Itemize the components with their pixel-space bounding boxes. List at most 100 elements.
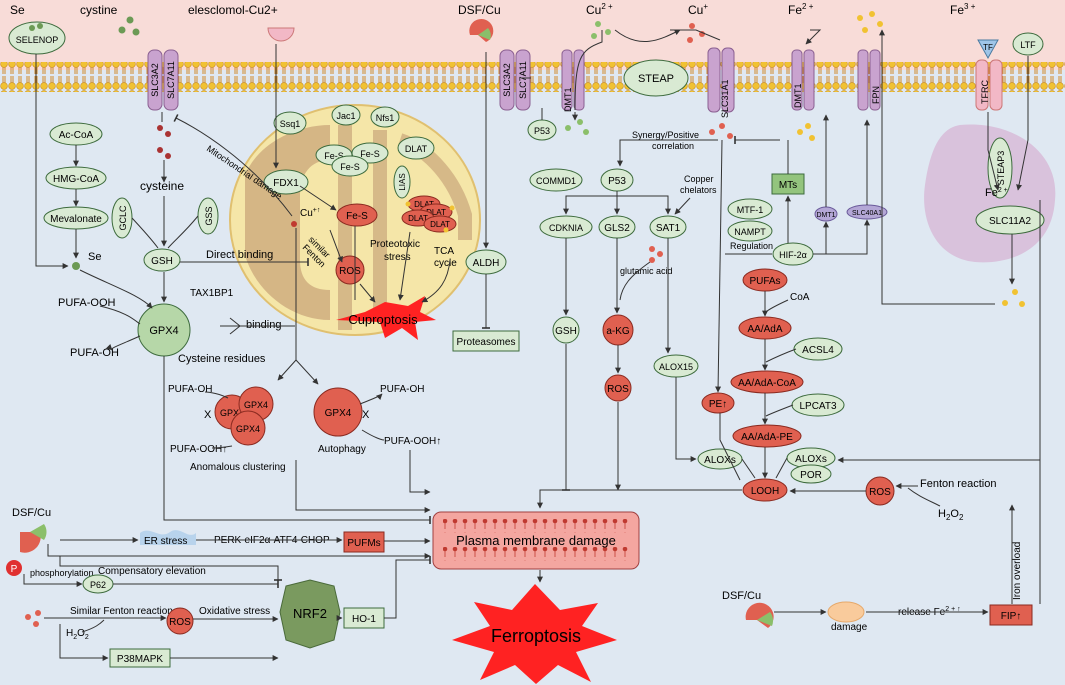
label-dsf-cu-right: DSF/Cu (722, 590, 761, 602)
svg-text:ALOX15: ALOX15 (659, 362, 693, 372)
svg-text:NAMPT: NAMPT (734, 227, 766, 237)
svg-text:Fe-S: Fe-S (346, 211, 368, 222)
label-cu2: Cu2 + (586, 2, 613, 17)
label-iron-overload: Iron overload (1012, 542, 1023, 600)
nrf2-node: NRF2 (279, 579, 341, 649)
svg-text:GSH: GSH (151, 256, 173, 267)
aa-coa-node: AA/AdA-CoA (730, 370, 804, 394)
label-direct-binding: Direct binding (206, 249, 273, 261)
label-cu-plus: Cu+↑ (300, 207, 320, 219)
slc-transporter-left: SLC3A2 SLC7A11 (147, 49, 179, 111)
svg-text:LTF: LTF (1020, 40, 1036, 50)
svg-text:HIF-2α: HIF-2α (779, 250, 807, 260)
svg-text:GCLC: GCLC (118, 205, 128, 231)
svg-text:SLC40A1: SLC40A1 (852, 210, 882, 217)
label-pufa-oh-2: PUFA-OH (168, 384, 212, 395)
label-pufa-ooh-3: PUFA-OOH↑ (384, 436, 441, 447)
dmt1-channel: DMT1 (561, 49, 585, 113)
label-coa: CoA (790, 292, 810, 303)
cytoplasm (0, 70, 1065, 685)
hmg-coa-node: HMG-CoA (45, 166, 107, 190)
fdx1-node: FDX1 (263, 169, 309, 195)
svg-text:DLAT: DLAT (405, 144, 428, 154)
svg-text:GPX4: GPX4 (325, 408, 352, 419)
hif2a-node: HIF-2α (772, 242, 814, 266)
ltf-node: LTF (1012, 32, 1044, 56)
label-autophagy: Autophagy (318, 444, 366, 455)
svg-text:FIP↑: FIP↑ (1001, 611, 1022, 622)
cu-dots-right (709, 123, 733, 139)
gls2-node: GLS2 (598, 215, 636, 239)
svg-text:P62: P62 (90, 580, 106, 590)
svg-text:SLC31A1: SLC31A1 (720, 79, 730, 118)
label-pufa-oh-3: PUFA-OH (380, 384, 424, 395)
gsh-node: GSH (143, 248, 181, 272)
damage-blob (827, 601, 865, 623)
mtf1-node: MTF-1 (727, 198, 773, 220)
aloxs-node: ALOXs (697, 448, 743, 470)
cu-dots-bottom (25, 610, 41, 627)
pe-node: PE↑ (701, 392, 735, 414)
aa-pe-node: AA/AdA-PE (732, 424, 802, 448)
gpx4-cluster: GPX4 GPX4 GPX4 (214, 386, 274, 446)
slc11a2-node: SLC11A2 (975, 205, 1045, 235)
cu-dot (291, 221, 297, 227)
svg-text:P38MAPK: P38MAPK (117, 654, 163, 665)
svg-text:SAT1: SAT1 (656, 223, 681, 234)
svg-text:ALOXs: ALOXs (704, 455, 736, 466)
label-pufa-ooh-2: PUFA-OOH↑ (170, 444, 227, 455)
svg-text:DLAT: DLAT (426, 208, 446, 217)
svg-text:DLAT: DLAT (430, 220, 450, 229)
slc-transporter-mid: SLC3A2 SLC7A11 P53 (499, 49, 557, 141)
svg-text:SLC7A11: SLC7A11 (166, 61, 176, 99)
mevalonate-node: Mevalonate (43, 206, 109, 230)
p38mapk-node: P38MAPK (109, 648, 171, 668)
fip-node: FIP↑ (989, 604, 1033, 626)
svg-text:a-KG: a-KG (606, 326, 630, 337)
svg-text:P53: P53 (608, 176, 626, 187)
label-compensatory: Compensatory elevation (98, 566, 206, 577)
label-synergy: Synergy/Positive (632, 130, 699, 140)
svg-text:Mevalonate: Mevalonate (50, 214, 102, 225)
svg-text:STEAP3: STEAP3 (996, 151, 1006, 186)
gclc-node: GCLC (111, 197, 133, 239)
commd1-node: COMMD1 (529, 168, 583, 192)
label-cysteine: cysteine (140, 179, 184, 193)
svg-text:DMT1: DMT1 (816, 212, 835, 219)
fes-red-node: Fe-S (336, 203, 378, 227)
svg-text:P53: P53 (534, 126, 550, 136)
p53-node: P53 (600, 168, 634, 192)
se-dot (72, 262, 80, 270)
svg-text:POR: POR (800, 470, 822, 481)
pufas-node: PUFAs (742, 268, 788, 292)
mts-node: MTs (771, 173, 805, 195)
svg-text:HMG-CoA: HMG-CoA (53, 174, 99, 185)
svg-text:DMT1: DMT1 (563, 88, 573, 113)
cystine-dots (118, 16, 140, 36)
svg-text:AA/AdA: AA/AdA (747, 324, 782, 335)
label-tca: TCA (434, 246, 454, 257)
svg-text:Fe-S: Fe-S (360, 149, 380, 159)
dsf-cu-bottom-icon (20, 532, 41, 553)
p62-node: P62 (82, 574, 114, 594)
ho1-node: HO-1 (343, 607, 385, 629)
ros-bottom-node: ROS (166, 607, 194, 635)
label-stress: stress (384, 252, 411, 263)
label-similar-fenton: Similar Fenton reaction (70, 606, 173, 617)
proteasomes-node: Proteasomes (452, 330, 520, 352)
alox15-node: ALOX15 (653, 354, 699, 378)
svg-text:Ssq1: Ssq1 (280, 119, 301, 129)
aldh-node: ALDH (465, 249, 507, 275)
label-dsf-cu-top: DSF/Cu (458, 3, 501, 17)
jac1-node: Jac1 (331, 104, 361, 126)
connectors (23, 29, 1041, 661)
nampt-node: NAMPT (727, 220, 773, 242)
selenop-node: SELENOP (8, 21, 66, 55)
dlat-node: DLAT (397, 136, 435, 160)
svg-text:Fe-S: Fe-S (340, 162, 360, 172)
label-cystine: cystine (80, 3, 118, 17)
label-h2o2-right: H2O2 (938, 508, 964, 522)
label-anomalous-clustering: Anomalous clustering (190, 462, 286, 473)
label-dsf-cu-bottom: DSF/Cu (12, 507, 51, 519)
svg-text:Nfs1: Nfs1 (376, 113, 395, 123)
